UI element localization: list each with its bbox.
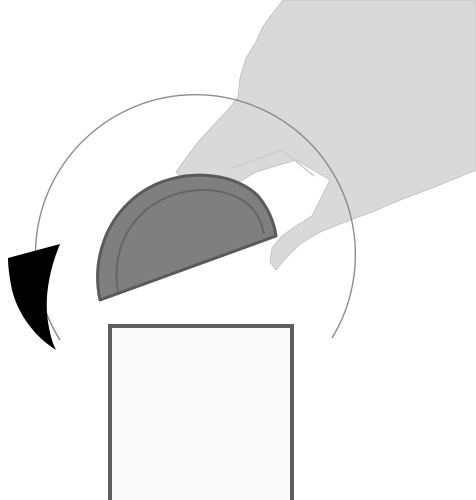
- arrowhead-icon: [8, 244, 60, 350]
- container-icon: [110, 326, 292, 500]
- container-body: [110, 326, 292, 500]
- lid-icon: [98, 175, 276, 300]
